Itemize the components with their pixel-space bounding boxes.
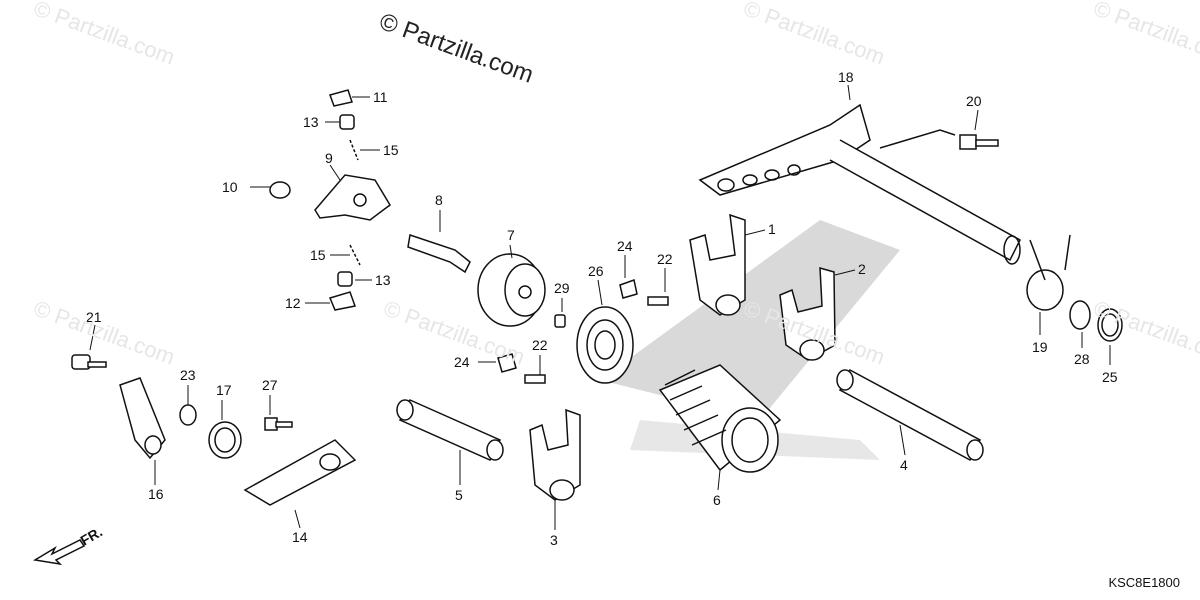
callout-3: 3	[550, 532, 558, 548]
callout-15a: 15	[383, 142, 399, 158]
shaft-part	[396, 368, 984, 462]
small-parts	[269, 89, 669, 384]
callout-15b: 15	[310, 247, 326, 263]
callout-13a: 13	[303, 114, 319, 130]
diagram-code: KSC8E1800	[1108, 575, 1180, 590]
callout-23: 23	[180, 367, 196, 383]
callout-14: 14	[292, 529, 308, 545]
callout-25: 25	[1102, 369, 1118, 385]
callout-24a: 24	[617, 238, 633, 254]
shift-fork-part	[529, 408, 581, 501]
callout-17: 17	[216, 382, 232, 398]
callout-12: 12	[285, 295, 301, 311]
callout-11: 11	[373, 89, 388, 105]
callout-labels: 1 2 3 4 5 6 7 8 9 10 11 12 13 13 14 15 1…	[86, 69, 1118, 548]
callout-5: 5	[455, 487, 463, 503]
callout-10: 10	[222, 179, 238, 195]
callout-21: 21	[86, 309, 102, 325]
callout-22b: 22	[532, 337, 548, 353]
callout-26: 26	[588, 263, 604, 279]
callout-2: 2	[858, 261, 866, 277]
callout-4: 4	[900, 457, 908, 473]
shift-fork-part	[689, 213, 746, 316]
pin-part	[407, 234, 471, 274]
callout-1: 1	[768, 221, 776, 237]
callout-13b: 13	[375, 272, 391, 288]
callout-7: 7	[507, 227, 515, 243]
callout-28: 28	[1074, 351, 1090, 367]
stopper-arm-part	[314, 174, 391, 221]
callout-22a: 22	[657, 251, 673, 267]
leader-lines	[89, 84, 1111, 530]
callout-19: 19	[1032, 339, 1048, 355]
bearing-part	[576, 306, 634, 384]
callout-27: 27	[262, 377, 278, 393]
callout-24b: 24	[454, 354, 470, 370]
plate-parts	[71, 354, 357, 506]
callout-20: 20	[966, 93, 982, 109]
gearshift-spindle-part	[698, 103, 1021, 265]
shift-drum-part	[658, 364, 782, 473]
shift-fork-part	[779, 266, 836, 361]
callout-8: 8	[435, 192, 443, 208]
callout-9: 9	[325, 150, 333, 166]
callout-18: 18	[838, 69, 854, 85]
bolt-part	[959, 134, 999, 150]
front-arrow-icon	[32, 539, 86, 566]
callout-29: 29	[554, 280, 570, 296]
shift-drum-center-part	[477, 253, 546, 327]
callout-16: 16	[148, 486, 164, 502]
callout-6: 6	[713, 492, 721, 508]
